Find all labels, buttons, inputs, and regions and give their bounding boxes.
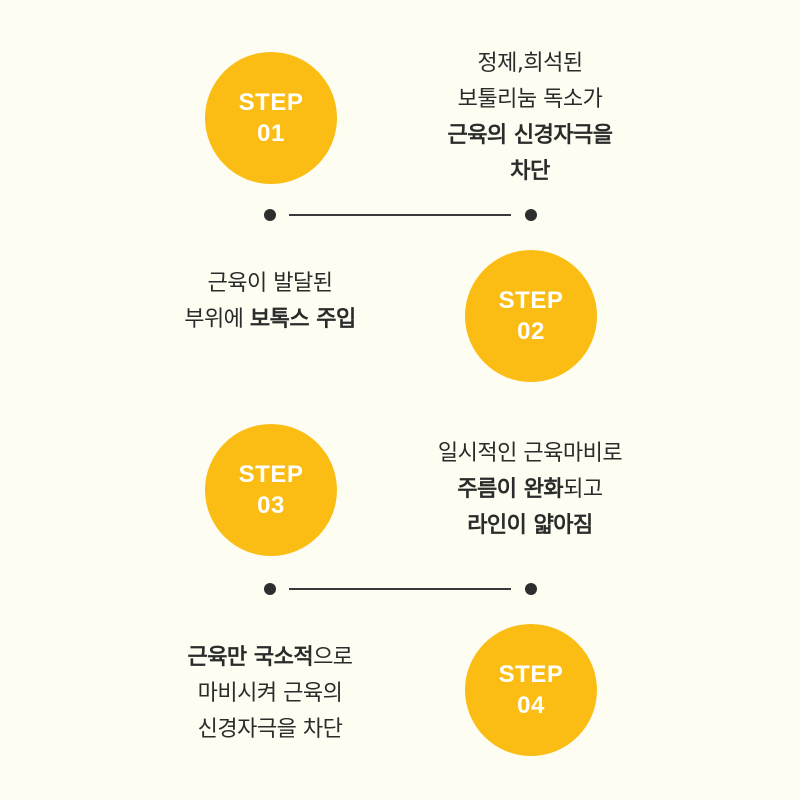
divider-2-dot-left <box>264 583 276 595</box>
step-02-line-1: 근육이 발달된 <box>207 271 333 296</box>
step-03-label: STEP <box>238 461 304 488</box>
step-03-line-1: 일시적인 근육마비로 <box>437 441 623 466</box>
step-02-line-2: 부위에 보톡스 주입 <box>184 307 356 332</box>
step-03-number: 03 <box>257 492 285 519</box>
step-01-line-4: 차단 <box>510 159 550 184</box>
step-04-line-3: 신경자극을 차단 <box>197 717 343 742</box>
divider-1-dot-right <box>525 209 537 221</box>
step-01-label: STEP <box>238 89 304 116</box>
step-04-number: 04 <box>517 692 545 719</box>
step-02-circle: STEP 02 <box>465 250 597 382</box>
step-04-circle: STEP 04 <box>465 624 597 756</box>
step-02-label: STEP <box>498 287 564 314</box>
divider-1-dot-left <box>264 209 276 221</box>
step-04-line-1: 근육만 국소적으로 <box>187 645 353 670</box>
step-01-description: 정제,희석된 보툴리눔 독소가 근육의 신경자극을 차단 <box>380 46 680 190</box>
divider-2-line <box>289 588 511 590</box>
divider-1 <box>0 205 800 225</box>
step-01-number: 01 <box>257 120 285 147</box>
divider-2-dot-right <box>525 583 537 595</box>
step-04-label: STEP <box>498 661 564 688</box>
step-01-line-2: 보툴리눔 독소가 <box>457 87 603 112</box>
step-02-description: 근육이 발달된 부위에 보톡스 주입 <box>120 266 420 338</box>
step-02-number: 02 <box>517 318 545 345</box>
divider-2 <box>0 579 800 599</box>
step-01-line-1: 정제,희석된 <box>477 51 583 76</box>
step-04-description: 근육만 국소적으로 마비시켜 근육의 신경자극을 차단 <box>120 640 420 748</box>
divider-1-line <box>289 214 511 216</box>
step-03-description: 일시적인 근육마비로 주름이 완화되고 라인이 얇아짐 <box>380 436 680 544</box>
step-03-circle: STEP 03 <box>205 424 337 556</box>
step-01-line-3: 근육의 신경자극을 <box>447 123 613 148</box>
step-04-line-2: 마비시켜 근육의 <box>197 681 343 706</box>
step-01-circle: STEP 01 <box>205 52 337 184</box>
step-03-line-3: 라인이 얇아짐 <box>467 513 593 538</box>
step-03-line-2: 주름이 완화되고 <box>457 477 603 502</box>
